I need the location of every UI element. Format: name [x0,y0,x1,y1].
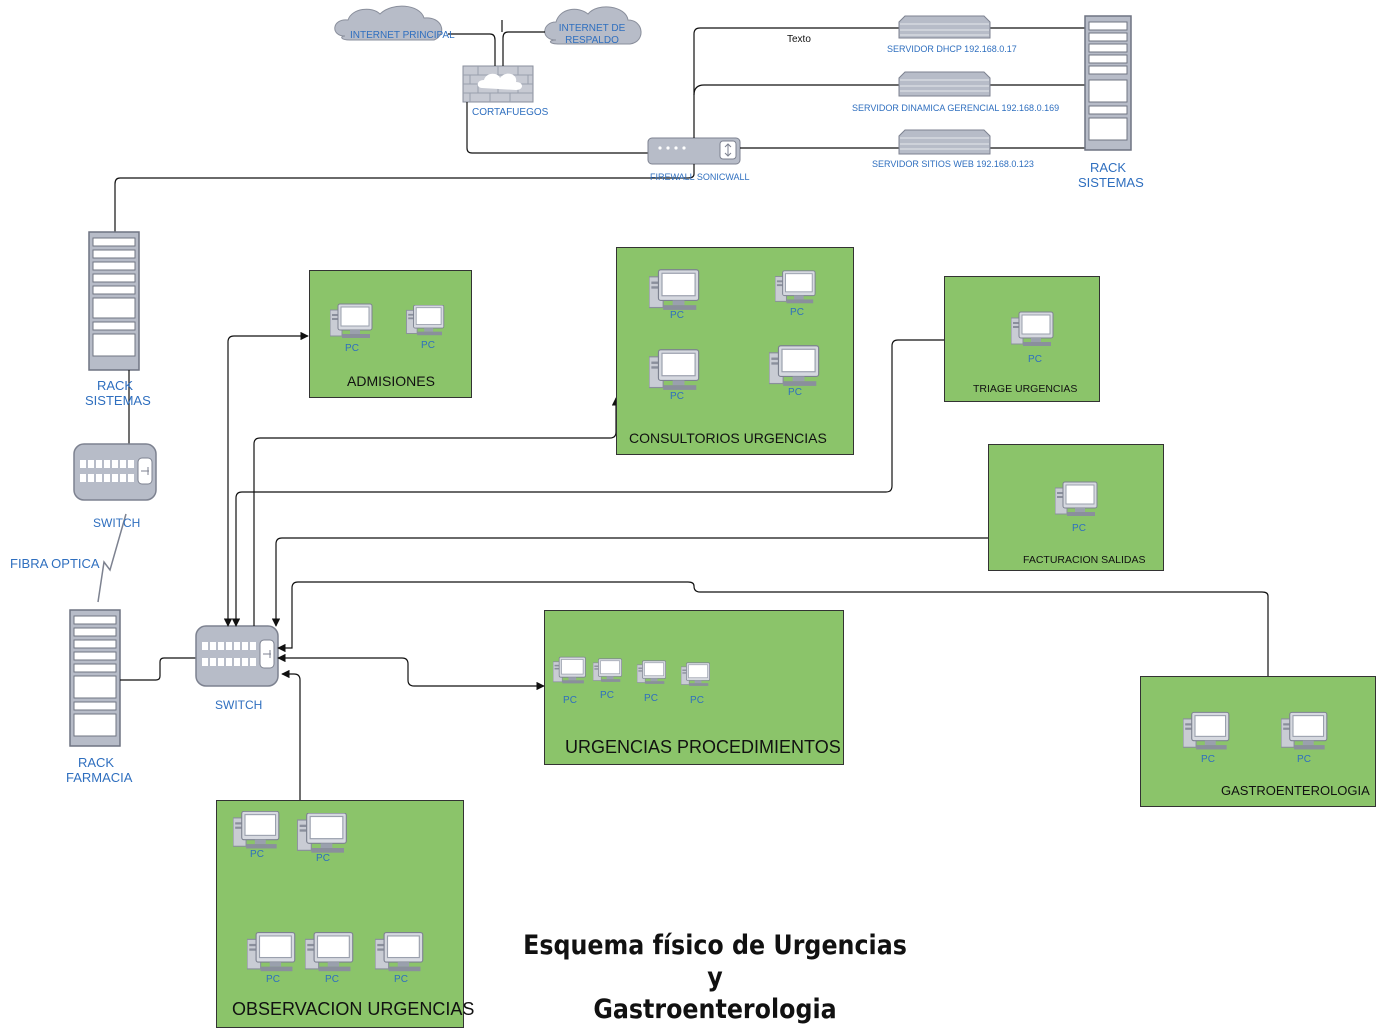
pc-icon[interactable] [553,651,587,691]
room-facturacion[interactable]: PC FACTURACION SALIDAS [988,444,1164,571]
server-icon-dhcp [898,15,991,39]
pc-icon[interactable] [775,270,817,306]
pc-label: PC [690,695,704,706]
pc-icon[interactable] [330,301,374,343]
pc-icon[interactable] [637,657,667,689]
pc-icon[interactable] [1281,711,1329,753]
cloud-icon-respaldo [544,6,642,45]
pc-label: PC [316,853,330,864]
pc-icon[interactable] [247,931,297,975]
pc-icon[interactable] [681,659,711,691]
rack-sistemas-left-label: RACK SISTEMAS [85,378,151,408]
room-title: TRIAGE URGENCIAS [973,383,1078,395]
fibra-optica-label: FIBRA OPTICA [10,556,100,571]
room-title: FACTURACION SALIDAS [1023,554,1146,566]
rack-icon-sistemas-top [1084,15,1132,151]
pc-label: PC [788,387,802,398]
pc-icon[interactable] [233,811,281,851]
router-icon [647,137,741,165]
pc-icon[interactable] [593,655,623,687]
pc-label: PC [1028,354,1042,365]
rack-icon-sistemas-left [88,231,140,371]
room-title: ADMISIONES [347,373,435,389]
texto-note: Texto [787,34,811,45]
internet-respaldo-label: INTERNET DE RESPALDO [558,23,626,46]
fiber-link-icon [97,513,127,603]
pc-label: PC [266,974,280,985]
pc-icon[interactable] [649,348,701,394]
sonicwall-label: FIREWALL SONICWALL [650,172,750,182]
server-icon-dinamica [898,71,991,97]
server-sitios-label: SERVIDOR SITIOS WEB 192.168.0.123 [872,159,1034,169]
pc-label: PC [250,849,264,860]
pc-label: PC [790,307,804,318]
room-admisiones[interactable]: PC PC ADMISIONES [309,270,472,398]
title-line-2: Gastroenterologia [593,994,837,1025]
pc-label: PC [1201,754,1215,765]
room-triage[interactable]: PC TRIAGE URGENCIAS [944,276,1100,402]
cloud-icon-principal [334,5,443,41]
rack-farmacia-label: RACK FARMACIA [66,755,133,785]
pc-label: PC [644,693,658,704]
pc-label: PC [670,391,684,402]
firewall-icon [462,65,534,103]
pc-icon[interactable] [375,931,425,975]
pc-label: PC [1297,754,1311,765]
pc-label: PC [600,690,614,701]
room-title: OBSERVACION URGENCIAS [232,999,475,1019]
pc-icon[interactable] [305,931,355,975]
switch-icon-main [195,625,279,687]
pc-icon[interactable] [1183,711,1231,753]
room-procedimientos[interactable]: PC PC PC PC URGENCIAS PROCEDIMIENTOS [544,610,844,765]
pc-label: PC [345,343,359,354]
pc-label: PC [563,695,577,706]
switch-main-label: SWITCH [215,698,263,712]
room-observacion[interactable]: PC PC PC PC PC OBSERVACION URGENCIAS [216,800,474,1028]
pc-label: PC [421,340,435,351]
pc-icon[interactable] [1011,309,1055,351]
pc-icon[interactable] [297,813,349,855]
pc-icon[interactable] [406,305,446,337]
server-dinamica-label: SERVIDOR DINAMICA GERENCIAL 192.168.0.16… [852,103,1060,113]
pc-icon[interactable] [769,344,821,390]
cortafuegos-label: CORTAFUEGOS [472,107,549,118]
server-icon-sitios [898,129,991,155]
internet-principal-label: INTERNET PRINCIPAL [350,30,455,41]
rack-icon-farmacia [69,609,121,747]
diagram-title: Esquema físico de Urgencias y Gastroente… [517,930,913,1026]
pc-label: PC [394,974,408,985]
room-gastro[interactable]: PC PC GASTROENTEROLOGIA [1140,676,1376,807]
server-dhcp-label: SERVIDOR DHCP 192.168.0.17 [887,44,1017,54]
pc-label: PC [1072,523,1086,534]
pc-label: PC [325,974,339,985]
room-title: CONSULTORIOS URGENCIAS [629,430,827,446]
rack-sistemas-top-label: RACK SISTEMAS [1078,160,1144,190]
room-consultorios[interactable]: PC PC PC PC CONSULTORIOS URGENCIAS [616,247,854,455]
pc-label: PC [670,310,684,321]
room-title: URGENCIAS PROCEDIMIENTOS [565,737,841,757]
pc-icon[interactable] [649,268,701,314]
switch-icon-top [73,443,157,501]
pc-icon[interactable] [1055,479,1099,521]
title-line-1: Esquema físico de Urgencias y [523,930,907,993]
room-title: GASTROENTEROLOGIA [1221,783,1370,798]
switch-top-label: SWITCH [93,516,141,530]
